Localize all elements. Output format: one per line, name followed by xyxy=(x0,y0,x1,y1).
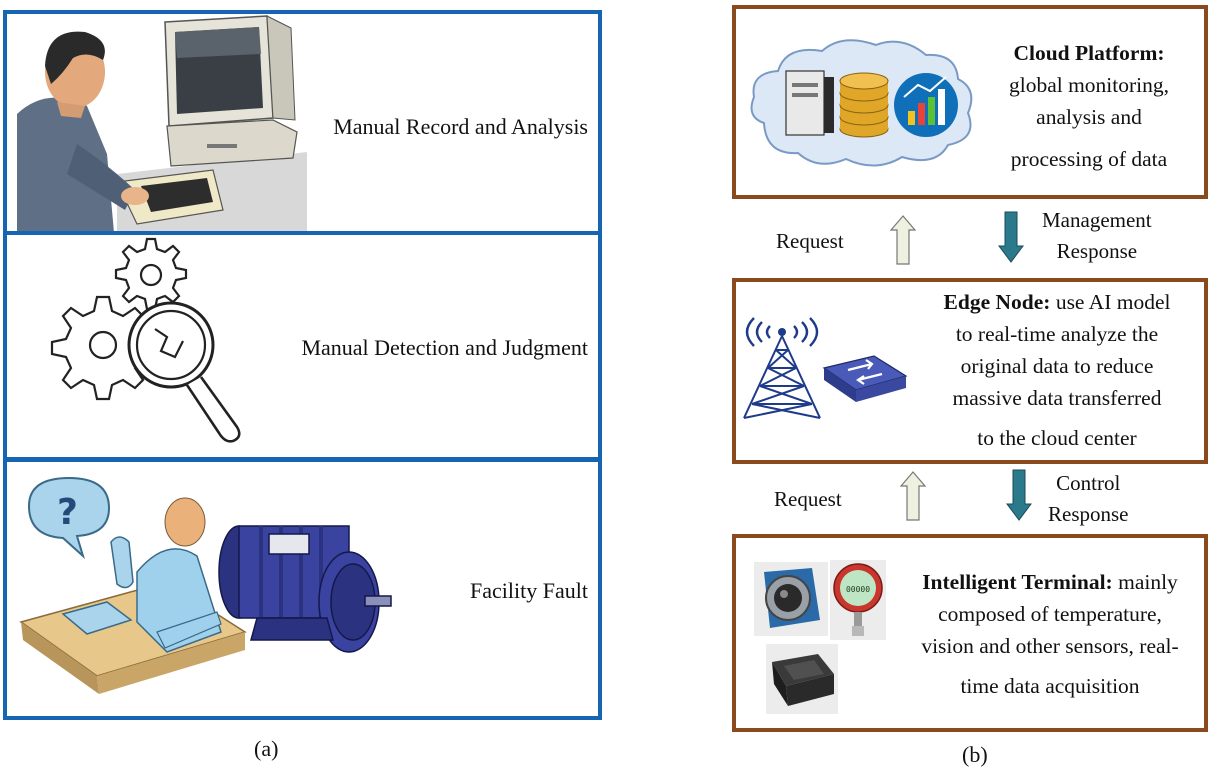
down-arrow-icon xyxy=(1006,469,1032,521)
cloud-platform-text: Cloud Platform: global monitoring, analy… xyxy=(984,37,1194,175)
cloud-platform-line3: processing of data xyxy=(1010,147,1168,171)
request-label-lower: Request xyxy=(774,487,842,511)
facility-fault-box: ? xyxy=(3,458,602,720)
cloud-platform-line1: global monitoring, xyxy=(1008,73,1170,97)
edge-node-line5: to the cloud center xyxy=(977,426,1137,450)
up-arrow-icon xyxy=(899,471,927,521)
edge-node-line2: to real-time analyze the xyxy=(955,322,1159,346)
temperature-sensor-icon: 00000 xyxy=(830,560,886,640)
edge-node-line1: use AI model xyxy=(1050,290,1171,314)
intelligent-terminal-line1: mainly xyxy=(1112,570,1178,594)
control-response-line1: Control xyxy=(1056,471,1121,495)
down-arrow-icon xyxy=(998,211,1024,263)
management-response-line2: Response xyxy=(1056,239,1138,263)
manual-detection-box: Manual Detection and Judgment xyxy=(3,231,602,461)
vision-sensor-icon xyxy=(754,562,828,636)
manual-record-box: Manual Record and Analysis xyxy=(3,10,602,236)
person-at-computer-icon xyxy=(17,15,307,232)
management-response-label: Management Response xyxy=(1042,205,1152,267)
intelligent-terminal-line3: vision and other sensors, real- xyxy=(921,634,1179,658)
intelligent-terminal-text: Intelligent Terminal: mainly composed of… xyxy=(890,566,1204,702)
edge-node-line4: massive data transferred xyxy=(952,386,1162,410)
facility-fault-label: Facility Fault xyxy=(470,578,588,603)
cloud-platform-box: Cloud Platform: global monitoring, analy… xyxy=(732,5,1208,199)
operator-motor-icon: ? xyxy=(19,476,392,694)
caption-b: (b) xyxy=(962,742,988,767)
control-response-line2: Response xyxy=(1048,502,1129,526)
svg-text:?: ? xyxy=(57,492,78,533)
cloud-server-icon xyxy=(750,39,973,167)
intelligent-terminal-box: 00000 Intelligent Terminal: mainly compo… xyxy=(732,534,1208,732)
manual-detection-label: Manual Detection and Judgment xyxy=(301,335,588,360)
request-label-upper: Request xyxy=(776,229,844,253)
edge-node-text: Edge Node: use AI model to real-time ana… xyxy=(906,286,1204,454)
cloud-platform-line2: analysis and xyxy=(1036,105,1142,129)
proximity-sensor-icon xyxy=(766,644,838,714)
gears-magnifier-icon xyxy=(50,237,241,443)
up-arrow-icon xyxy=(889,215,917,265)
tower-router-icon xyxy=(743,317,908,419)
intelligent-terminal-title: Intelligent Terminal: xyxy=(922,570,1113,594)
caption-a: (a) xyxy=(254,736,279,761)
edge-node-box: Edge Node: use AI model to real-time ana… xyxy=(732,278,1208,464)
management-response-line1: Management xyxy=(1042,208,1152,232)
intelligent-terminal-line4: time data acquisition xyxy=(960,674,1140,698)
sensor-display-text: 00000 xyxy=(846,585,870,594)
manual-record-label: Manual Record and Analysis xyxy=(333,114,588,139)
control-response-label: Control Response xyxy=(1048,468,1129,530)
intelligent-terminal-line2: composed of temperature, xyxy=(938,602,1162,626)
cloud-platform-title: Cloud Platform: xyxy=(1013,41,1165,65)
edge-node-line3: original data to reduce xyxy=(960,354,1154,378)
edge-node-title: Edge Node: xyxy=(943,290,1051,314)
